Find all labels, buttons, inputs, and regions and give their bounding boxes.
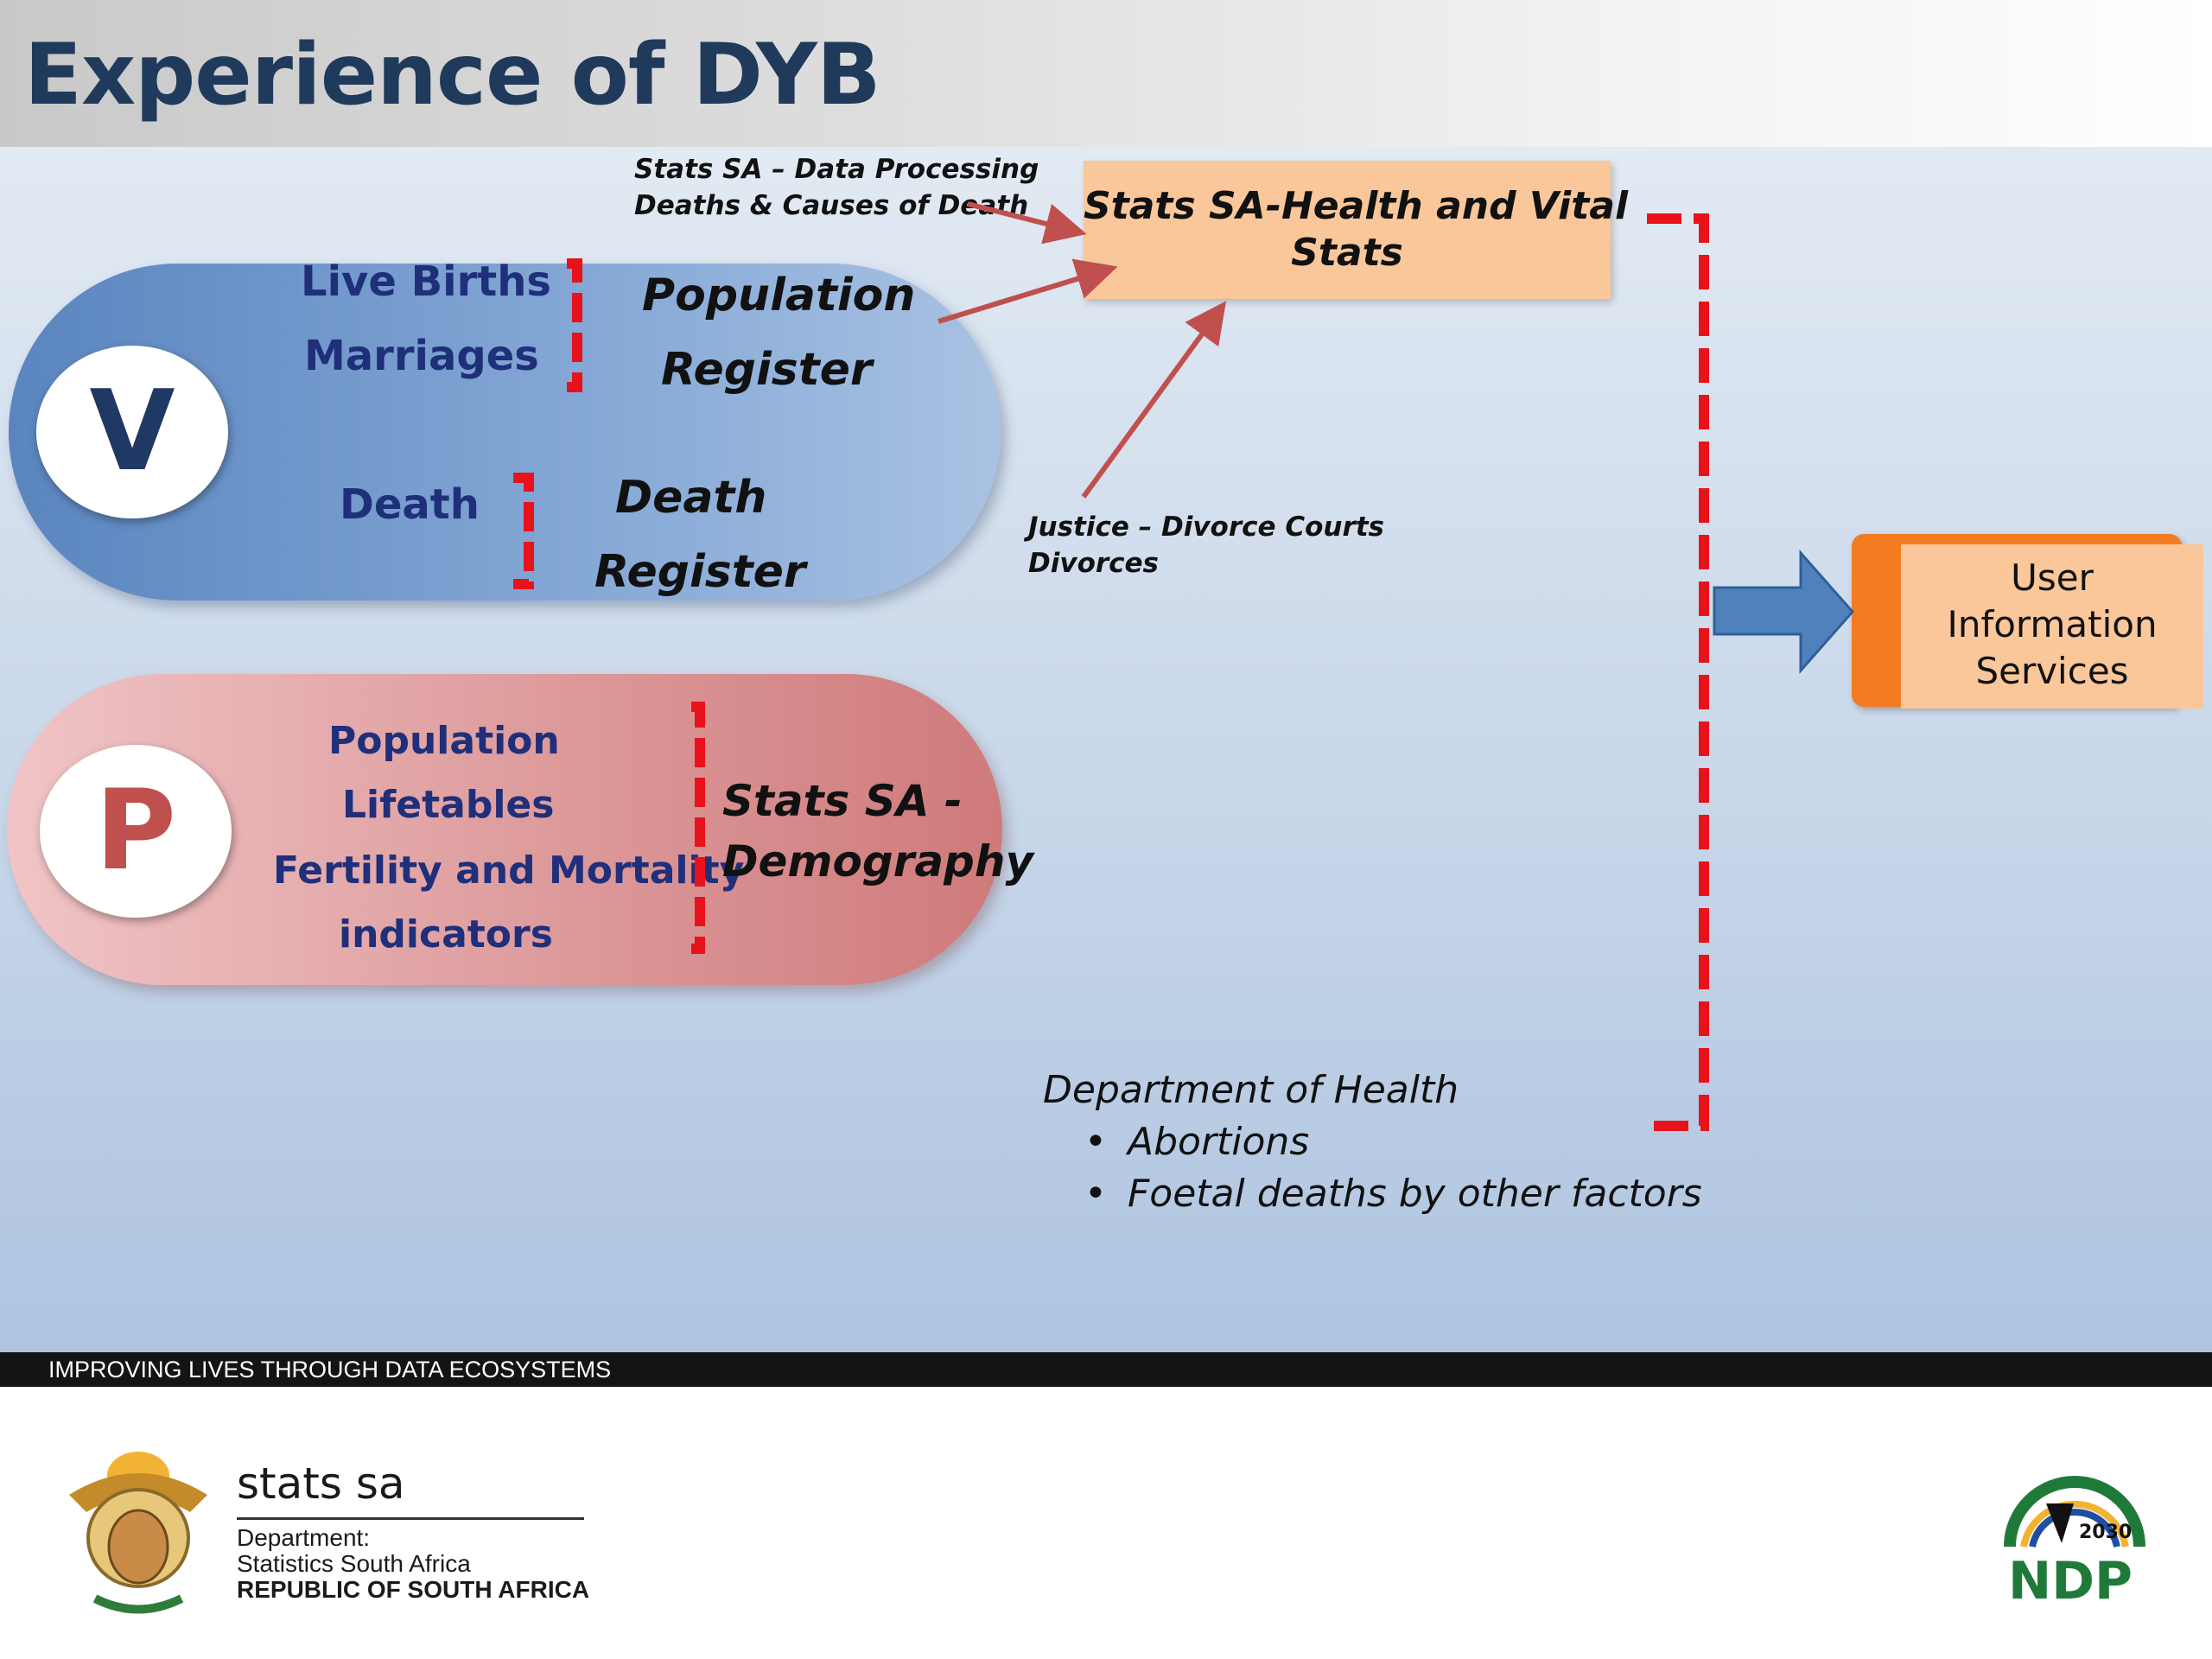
vital-letter-circle: V — [36, 346, 228, 518]
population-letter-circle: P — [40, 745, 232, 918]
uis-line: Services — [1975, 650, 2129, 692]
coat-of-arms-icon — [69, 1452, 207, 1614]
health-vital-stats-box: Stats SA-Health and Vital Stats — [1084, 161, 1629, 299]
population-item: Population — [328, 719, 560, 763]
ndp-logo-icon: 2030 NDP — [2004, 1476, 2145, 1607]
uis-line: Information — [1947, 603, 2158, 645]
diagram-connectors — [513, 201, 1855, 1131]
user-info-services-box: User Information Services — [1901, 544, 2203, 709]
footer-bar — [0, 1352, 2212, 1387]
bracket-death — [513, 473, 534, 589]
bullet-glyph: • — [1084, 1120, 1107, 1164]
bullet-glyph: • — [1084, 1172, 1107, 1216]
justice-note-line2: Divorces — [1028, 548, 1160, 579]
death-register-label-line2: Register — [594, 546, 806, 598]
doh-bullet-text: Foetal deaths by other factors — [1128, 1172, 1702, 1216]
ndp-year: 2030 — [2079, 1522, 2132, 1543]
org-name: stats sa — [237, 1459, 405, 1509]
fertility-mortality-item: Fertility and Mortality — [273, 849, 745, 893]
org-divider — [237, 1517, 584, 1520]
doh-bullet-text: Abortions — [1128, 1120, 1310, 1164]
bracket-summary — [1647, 213, 1709, 1131]
data-processing-note-line1: Stats SA – Data Processing — [634, 154, 1039, 185]
footer-tagline: IMPROVING LIVES THROUGH DATA ECOSYSTEMS — [48, 1357, 612, 1382]
demography-source-line1: Stats SA - — [722, 776, 963, 826]
data-processing-note-line2: Deaths & Causes of Death — [634, 190, 1029, 221]
population-letter: P — [95, 766, 176, 895]
bracket-live-births — [567, 258, 582, 392]
dept-line2: Statistics South Africa — [237, 1550, 471, 1577]
dept-line3: REPUBLIC OF SOUTH AFRICA — [237, 1576, 590, 1603]
header-banner — [0, 0, 2212, 147]
death-label: Death — [340, 480, 480, 529]
dept-line1: Department: — [237, 1524, 371, 1551]
justice-note-line1: Justice – Divorce Courts — [1028, 512, 1385, 543]
health-vital-stats-line2: Stats — [1291, 231, 1403, 275]
live-births-label: Live Births — [301, 257, 551, 306]
vital-letter: V — [89, 367, 175, 496]
footer-logo-area — [0, 1387, 2212, 1659]
department-of-health-title: Department of Health — [1043, 1068, 1459, 1112]
lifetables-item: Lifetables — [342, 783, 555, 827]
health-vital-stats-line1: Stats SA-Health and Vital — [1084, 184, 1629, 228]
indicators-item: indicators — [339, 912, 553, 957]
population-register-label-line2: Register — [661, 344, 873, 396]
demography-source-line2: Demography — [722, 836, 1034, 887]
death-register-label-line1: Death — [615, 472, 767, 524]
ndp-text: NDP — [2008, 1551, 2133, 1607]
arrow-justice — [1081, 301, 1227, 499]
uis-line: User — [2011, 556, 2094, 599]
arrow-population-register — [938, 258, 1118, 324]
page-title: Experience of DYB — [24, 26, 881, 124]
arrow-to-user-info — [1713, 550, 1855, 674]
population-register-label-line1: Population — [642, 270, 916, 321]
arrow-data-processing — [967, 201, 1087, 245]
marriages-label: Marriages — [304, 332, 539, 380]
doh-bullet-item: • Abortions — [1084, 1120, 1309, 1164]
doh-bullet-item: • Foetal deaths by other factors — [1084, 1172, 1702, 1216]
bracket-demography — [691, 702, 705, 954]
